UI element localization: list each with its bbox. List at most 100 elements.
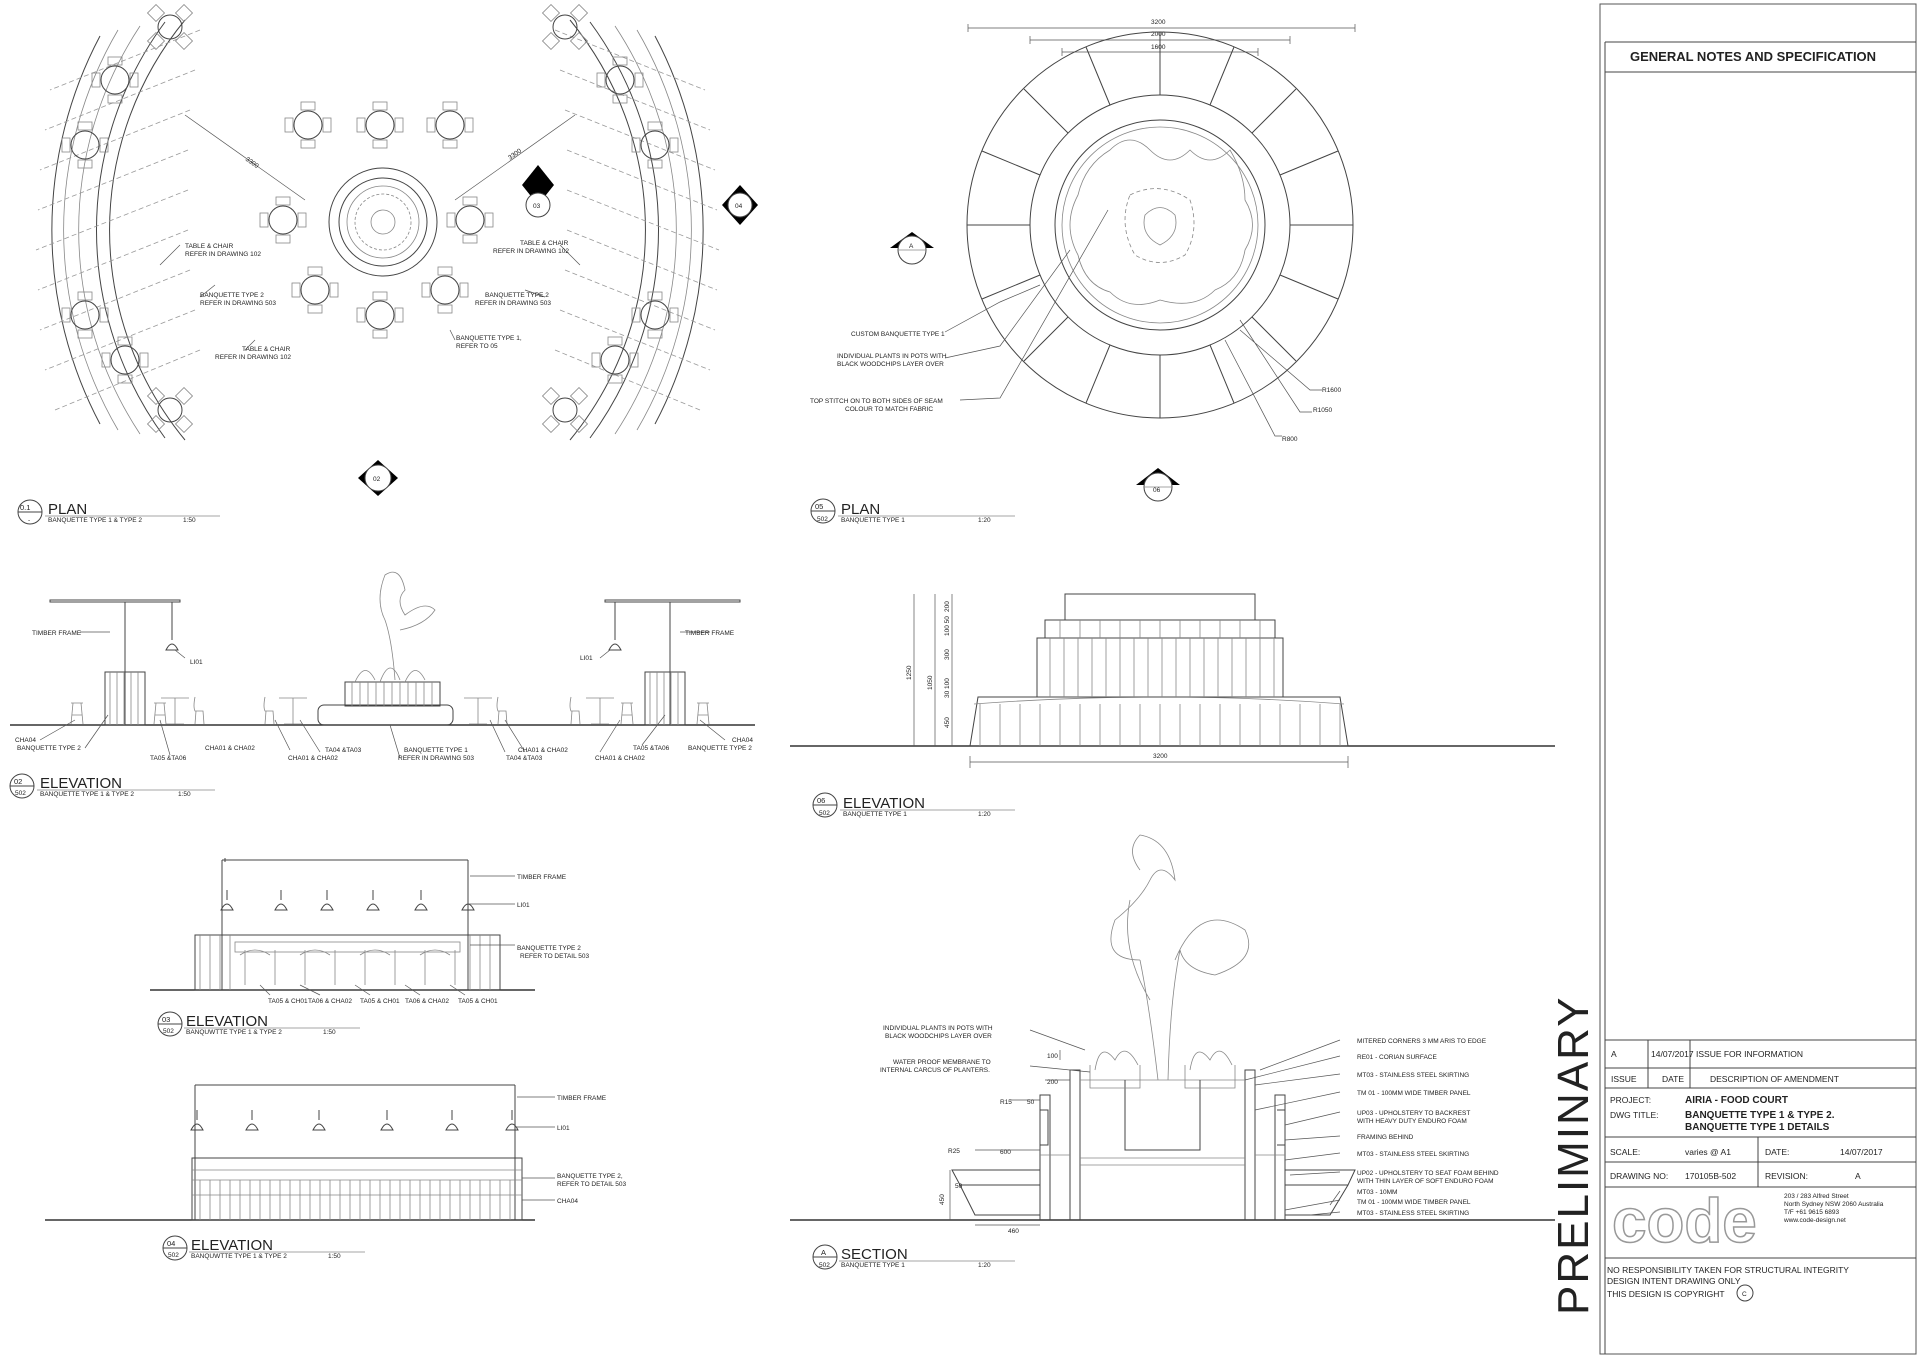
svg-text:BANQUETTE TYPE 2: BANQUETTE TYPE 2 (517, 945, 581, 952)
svg-text:BLACK WOODCHIPS LAYER OVER: BLACK WOODCHIPS LAYER OVER (837, 361, 944, 368)
svg-text:BANQUETTE TYPE 1 DETAILS: BANQUETTE TYPE 1 DETAILS (1685, 1122, 1830, 1133)
svg-text:SCALE:: SCALE: (1610, 1147, 1640, 1157)
svg-text:REFER TO 05: REFER TO 05 (456, 343, 498, 350)
section-a-right-leaders: MITERED CORNERS 3 MM ARIS TO EDGE RE01 -… (1244, 1038, 1499, 1217)
svg-text:BANQUETTE TYPE 2: BANQUETTE TYPE 2 (17, 745, 81, 752)
svg-text:MITERED CORNERS 3 MM ARIS TO: MITERED CORNERS 3 MM ARIS TO EDGE (1357, 1038, 1487, 1045)
svg-text:100: 100 (1047, 1053, 1058, 1060)
elev-06-dimensions: 1250 1050 450 30 100 300 100 50 200 3200 (906, 594, 1349, 768)
plan-05-dimensions: 3200 2000 1600 (967, 19, 1356, 56)
svg-text:TA05 &TA06: TA05 &TA06 (633, 745, 670, 752)
plan-01-leaders: TABLE & CHAIR REFER IN DRAWING 102 BANQU… (159, 240, 581, 361)
svg-text:203 / 283 Alfred Street: 203 / 283 Alfred Street (1784, 1193, 1849, 1200)
svg-text:TABLE & CHAIR: TABLE & CHAIR (185, 243, 234, 250)
plan-tables (61, 4, 679, 433)
svg-text:CHA01 & CHA02: CHA01 & CHA02 (595, 755, 645, 762)
svg-text:REFER IN DRAWING 503: REFER IN DRAWING 503 (475, 300, 551, 307)
svg-text:REFER IN DRAWING 503: REFER IN DRAWING 503 (398, 755, 474, 762)
svg-text:ISSUE: ISSUE (1611, 1074, 1637, 1084)
svg-text:R1050: R1050 (1313, 407, 1333, 414)
svg-text:CHA04: CHA04 (557, 1198, 578, 1205)
svg-text:code: code (1612, 1187, 1757, 1256)
svg-text:300: 300 (944, 649, 951, 660)
svg-text:03: 03 (162, 1015, 170, 1024)
round-banquette-plan (966, 31, 1354, 419)
svg-text:REFER IN DRAWING 503: REFER IN DRAWING 503 (200, 300, 276, 307)
svg-text:INTERNAL CARCUS OF PLANTERS.: INTERNAL CARCUS OF PLANTERS. (880, 1067, 990, 1074)
svg-text:BANQUWTTE TYPE 1 & TYPE 2: BANQUWTTE TYPE 1 & TYPE 2 (186, 1029, 282, 1036)
svg-text:BANQUETTE TYPE 1: BANQUETTE TYPE 1 (843, 811, 907, 818)
svg-text:BANQUETTE TYPE 1,: BANQUETTE TYPE 1, (456, 335, 522, 342)
elevation-06-view: 1250 1050 450 30 100 300 100 50 200 3200… (790, 593, 1555, 818)
project-info: PROJECT: AIRIA - FOOD COURT DWG TITLE: B… (1605, 1095, 1916, 1188)
project-name: AIRIA - FOOD COURT (1685, 1095, 1788, 1106)
svg-text:450: 450 (944, 717, 951, 728)
svg-text:1:50: 1:50 (178, 791, 191, 798)
svg-text:NO RESPONSIBILITY TAKEN FOR ST: NO RESPONSIBILITY TAKEN FOR STRUCTURAL I… (1607, 1265, 1849, 1275)
dim-right: 3300 (507, 147, 523, 161)
svg-text:502: 502 (817, 516, 828, 523)
svg-text:MT03 - STAINLESS STEEL SKIRTIN: MT03 - STAINLESS STEEL SKIRTING (1357, 1151, 1469, 1158)
svg-text:1:20: 1:20 (978, 517, 991, 524)
svg-text:05: 05 (815, 502, 823, 511)
svg-text:BANQUETTE TYPE 1: BANQUETTE TYPE 1 (404, 747, 468, 754)
svg-text:502: 502 (163, 1028, 174, 1035)
section-a-left-leaders: INDIVIDUAL PLANTS IN POTS WITH BLACK WOO… (880, 1025, 1091, 1074)
svg-text:MT03 - 10MM: MT03 - 10MM (1357, 1189, 1397, 1196)
svg-text:50: 50 (1027, 1099, 1035, 1106)
svg-text:03: 03 (533, 203, 541, 210)
svg-text:06: 06 (1153, 487, 1161, 494)
svg-text:1:50: 1:50 (323, 1029, 336, 1036)
svg-text:600: 600 (1000, 1149, 1011, 1156)
svg-text:UP02 - UPHOLSTERY TO SEAT FOAM: UP02 - UPHOLSTERY TO SEAT FOAM BEHIND (1357, 1170, 1499, 1177)
elev-03-leaders: TIMBER FRAME LI01 BANQUETTE TYPE 2 REFER… (259, 874, 590, 1005)
svg-text:CHA01 & CHA02: CHA01 & CHA02 (518, 747, 568, 754)
svg-text:ISSUE FOR INFORMATION: ISSUE FOR INFORMATION (1696, 1049, 1803, 1059)
svg-text:THIS DESIGN IS COPYRIGHT: THIS DESIGN IS COPYRIGHT (1607, 1289, 1725, 1299)
title-block: GENERAL NOTES AND SPECIFICATION PRELIMIN… (1549, 3, 1917, 1355)
preliminary-watermark: PRELIMINARY (1549, 996, 1598, 1316)
svg-text:502: 502 (15, 790, 26, 797)
svg-text:502: 502 (168, 1252, 179, 1259)
svg-text:460: 460 (1008, 1228, 1019, 1235)
drawing-number: 170105B-502 (1685, 1171, 1736, 1181)
svg-text:COLOUR TO MATCH FABRIC: COLOUR TO MATCH FABRIC (845, 406, 933, 413)
plan-05-leaders: CUSTOM BANQUETTE TYPE 1 INDIVIDUAL PLANT… (810, 209, 1342, 443)
svg-text:50: 50 (955, 1183, 963, 1190)
svg-text:www.code-design.net: www.code-design.net (1783, 1217, 1846, 1224)
view-title-elev-03: 03 502 ELEVATION BANQUWTTE TYPE 1 & TYPE… (157, 1011, 360, 1037)
svg-text:PLAN: PLAN (841, 501, 880, 518)
svg-text:ELEVATION: ELEVATION (843, 795, 925, 812)
svg-text:TABLE & CHAIR: TABLE & CHAIR (242, 346, 291, 353)
svg-text:04: 04 (167, 1239, 175, 1248)
svg-text:REFER TO DETAIL 503: REFER TO DETAIL 503 (520, 953, 590, 960)
svg-text:0.1: 0.1 (20, 503, 30, 512)
section-marker-03: 03 (522, 165, 554, 218)
svg-text:1250: 1250 (906, 665, 913, 680)
svg-text:TA06 & CHA02: TA06 & CHA02 (405, 998, 449, 1005)
svg-text:A: A (909, 243, 914, 250)
svg-text:1:20: 1:20 (978, 811, 991, 818)
svg-text:1050: 1050 (927, 675, 934, 690)
svg-text:1:50: 1:50 (328, 1253, 341, 1260)
svg-text:R1600: R1600 (1322, 387, 1342, 394)
svg-text:A: A (1611, 1049, 1617, 1059)
svg-text:3200: 3200 (1151, 19, 1166, 26)
svg-text:502: 502 (819, 810, 830, 817)
plan-01-dimensions: 3300 3300 (184, 114, 576, 201)
elev-02-frames (49, 599, 741, 725)
svg-text:BLACK WOODCHIPS LAYER OVER: BLACK WOODCHIPS LAYER OVER (885, 1033, 992, 1040)
svg-text:02: 02 (373, 476, 381, 483)
svg-text:North Sydney NSW 2060 Australi: North Sydney NSW 2060 Australia (1784, 1201, 1884, 1208)
section-a-planter (1069, 834, 1256, 1220)
svg-text:PROJECT:: PROJECT: (1610, 1095, 1651, 1105)
svg-text:04: 04 (735, 203, 743, 210)
svg-text:BANQUETTE TYPE 1: BANQUETTE TYPE 1 (841, 1262, 905, 1269)
svg-text:CUSTOM BANQUETTE TYPE 1: CUSTOM BANQUETTE TYPE 1 (851, 331, 945, 338)
svg-text:TA04 &TA03: TA04 &TA03 (506, 755, 543, 762)
plan-05-view: 3200 2000 1600 CUSTOM BANQUETTE TYPE 1 I… (810, 19, 1356, 524)
svg-text:TA05 & CH01: TA05 & CH01 (268, 998, 308, 1005)
svg-text:REFER IN DRAWING 102: REFER IN DRAWING 102 (215, 354, 291, 361)
svg-text:DRAWING NO:: DRAWING NO: (1610, 1171, 1668, 1181)
